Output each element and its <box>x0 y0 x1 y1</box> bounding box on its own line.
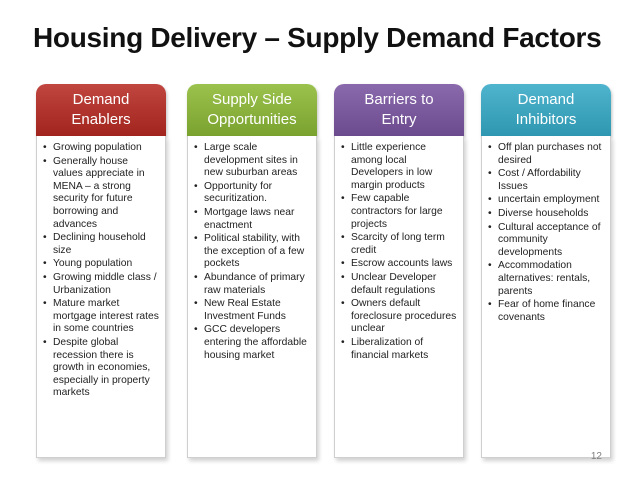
page-number: 12 <box>590 451 602 462</box>
column-header-line-2: Opportunities <box>207 111 297 128</box>
list-item: Owners default foreclosure procedures un… <box>341 298 457 336</box>
column-body: Large scale development sites in new sub… <box>187 136 317 458</box>
list-item: Diverse households <box>488 208 604 221</box>
column-supply-side-opportunities: Supply Side Opportunities Large scale de… <box>187 84 317 458</box>
list-item: Escrow accounts laws <box>341 258 457 271</box>
list-item: Off plan purchases not desired <box>488 142 604 167</box>
list-item: Generally house values appreciate in MEN… <box>43 156 159 232</box>
column-demand-enablers: Demand Enablers Growing population Gener… <box>36 84 166 458</box>
list-item: Few capable contractors for large projec… <box>341 193 457 231</box>
list-item: GCC developers entering the affordable h… <box>194 324 310 362</box>
list-item: Mortgage laws near enactment <box>194 207 310 232</box>
list-item: Despite global recession there is growth… <box>43 337 159 400</box>
column-body: Off plan purchases not desired Cost / Af… <box>481 136 611 458</box>
column-body: Growing population Generally house value… <box>36 136 166 458</box>
column-header: Supply Side Opportunities <box>187 84 317 136</box>
list-item: Abundance of primary raw materials <box>194 272 310 297</box>
list-item: Cultural acceptance of community develop… <box>488 222 604 260</box>
column-header-line-1: Barriers to <box>364 91 434 108</box>
list-item: Liberalization of financial markets <box>341 337 457 362</box>
list-item: Growing population <box>43 142 159 155</box>
list-item: Declining household size <box>43 232 159 257</box>
bullet-list: Off plan purchases not desired Cost / Af… <box>488 142 604 324</box>
column-header: Barriers to Entry <box>334 84 464 136</box>
list-item: Cost / Affordability Issues <box>488 168 604 193</box>
column-header: Demand Enablers <box>36 84 166 136</box>
list-item: uncertain employment <box>488 194 604 207</box>
bullet-list: Little experience among local Developers… <box>341 142 457 362</box>
bullet-list: Growing population Generally house value… <box>43 142 159 400</box>
column-barriers-to-entry: Barriers to Entry Little experience amon… <box>334 84 464 458</box>
list-item: Unclear Developer default regulations <box>341 272 457 297</box>
list-item: Young population <box>43 258 159 271</box>
column-header-line-1: Demand <box>72 91 130 108</box>
column-body: Little experience among local Developers… <box>334 136 464 458</box>
column-header-line-1: Supply Side <box>211 91 293 108</box>
list-item: Growing middle class / Urbanization <box>43 272 159 297</box>
list-item: Mature market mortgage interest rates in… <box>43 298 159 336</box>
column-header-line-2: Enablers <box>71 111 131 128</box>
list-item: Opportunity for securitization. <box>194 181 310 206</box>
slide-title: Housing Delivery – Supply Demand Factors <box>33 22 602 53</box>
column-demand-inhibitors: Demand Inhibitors Off plan purchases not… <box>481 84 611 458</box>
list-item: Fear of home finance covenants <box>488 299 604 324</box>
list-item: Scarcity of long term credit <box>341 232 457 257</box>
column-header: Demand Inhibitors <box>481 84 611 136</box>
list-item: Little experience among local Developers… <box>341 142 457 192</box>
column-header-line-2: Inhibitors <box>515 111 577 128</box>
bullet-list: Large scale development sites in new sub… <box>194 142 310 362</box>
column-header-line-1: Demand <box>517 91 575 108</box>
list-item: Large scale development sites in new sub… <box>194 142 310 180</box>
list-item: Accommodation alternatives: rentals, par… <box>488 260 604 298</box>
column-header-line-2: Entry <box>381 111 417 128</box>
list-item: New Real Estate Investment Funds <box>194 298 310 323</box>
list-item: Political stability, with the exception … <box>194 233 310 271</box>
